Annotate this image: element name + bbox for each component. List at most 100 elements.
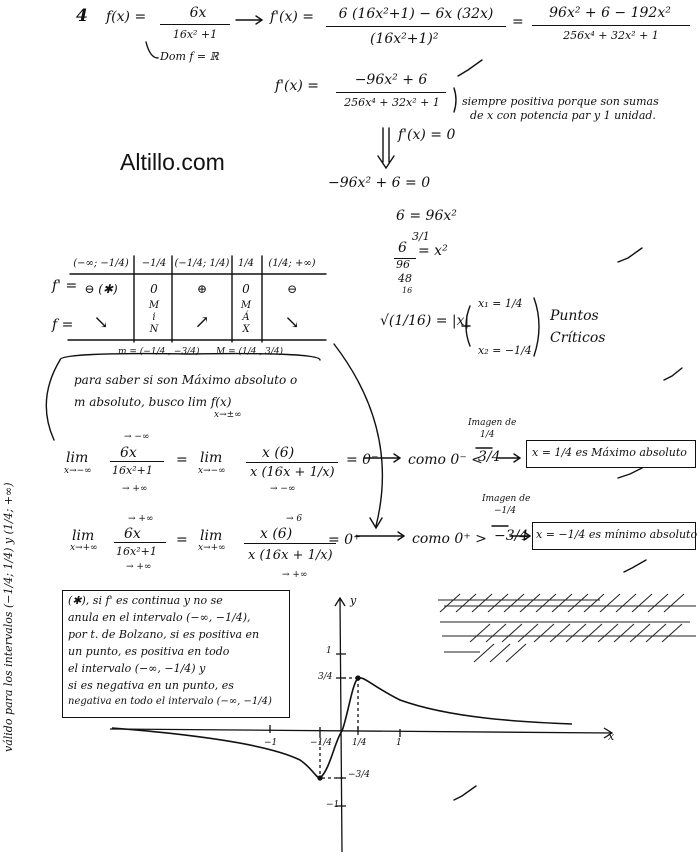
table-header-3: (−1/4; 1/4): [174, 258, 230, 269]
graph-y-axis: [334, 596, 346, 853]
f-den: 16x² +1: [172, 28, 218, 41]
bolzano-l7: negativa en todo el intervalo (−∞, −1/4): [68, 696, 272, 707]
lim1-den: 16x²+1: [112, 464, 153, 477]
bolzano-box: [62, 590, 290, 718]
graph-x-axis: [109, 727, 614, 739]
table-brace: [59, 352, 321, 361]
solve-eq2: 6 = 96x²: [396, 208, 457, 224]
lim2-eq: =: [176, 532, 188, 548]
table-min-point: m = (−1/4 , −3/4): [118, 347, 200, 357]
solve-x2: x₂ = −1/4: [478, 344, 532, 357]
fprime-eq: =: [512, 14, 524, 30]
table-f-4: M Á X: [240, 300, 252, 335]
graph-x-tick-14: 1/4: [352, 738, 367, 748]
lim1-den-note: → +∞: [122, 484, 148, 494]
row2-den: 256x⁴ + 32x² + 1: [344, 96, 440, 109]
graph-y-tick-34: 3/4: [318, 672, 333, 682]
table-f-1: ↘: [93, 312, 109, 333]
table-max-point: M = (1/4 , 3/4): [216, 347, 284, 357]
lim2-num: 6x: [124, 526, 141, 542]
row2-label: f'(x) =: [275, 78, 320, 94]
critical-brace: [533, 297, 540, 357]
graph-max-point: [355, 675, 361, 681]
f-fraction-bar: [160, 24, 230, 25]
lim1-num-note: → −∞: [124, 432, 150, 442]
f-def: f(x) =: [106, 9, 147, 25]
check-mark-1: [457, 59, 483, 77]
problem-number: 4: [76, 6, 88, 26]
lim1-img-val: 1/4: [480, 430, 495, 440]
lim2-box: [532, 522, 696, 550]
fprime-den: (16x²+1)²: [370, 31, 439, 47]
check-mark-5: [623, 559, 647, 573]
table-header-4: 1/4: [237, 258, 255, 269]
row2-note-2: de x con potencia par y 1 unidad.: [470, 109, 656, 122]
table-fprime-4: 0: [242, 282, 250, 296]
fprime-num: 6 (16x²+1) − 6x (32x): [338, 6, 494, 22]
lim2-den-note: → +∞: [126, 562, 152, 572]
lim1-den2-note: → −∞: [270, 484, 296, 494]
bolzano-l2: anula en el intervalo (−∞, −1/4),: [68, 611, 251, 624]
lim2-bar: [114, 542, 166, 543]
lim2-num2: x (6): [260, 526, 293, 542]
lim1-arrow-text: como 0⁻ <: [408, 452, 483, 468]
table-header-2: −1/4: [141, 258, 167, 269]
lim2-bar2: [244, 543, 336, 544]
lim2-lim: lim: [72, 528, 95, 544]
graph-min-point: [317, 775, 323, 781]
lim2-sub2: x→+∞: [198, 543, 226, 553]
row2-note-1: siempre positiva porque son sumas: [462, 95, 659, 108]
table-f-2: M i N: [148, 300, 160, 335]
graph-y-tick-neg34: −3/4: [348, 770, 371, 780]
simpl-num: 96x² + 6 − 192x²: [549, 5, 671, 21]
check-mark-4: [617, 467, 643, 479]
solve-x1: x₁ = 1/4: [478, 297, 523, 310]
table-f-5: ↘: [284, 312, 300, 333]
graph-x-tick-neg14: −1/4: [310, 738, 333, 748]
table-fprime-5: ⊖: [286, 282, 298, 296]
lim1-box-text: x = 1/4 es Máximo absoluto: [532, 446, 687, 459]
curve-arrow-right: [333, 343, 384, 530]
note-brace: [453, 87, 457, 113]
table-f-label: f =: [52, 317, 74, 333]
lim1-box-arrow: [497, 453, 522, 463]
simpl-bar: [532, 25, 690, 26]
double-arrow-down: [377, 127, 395, 170]
lim2-arrow-text: como 0⁺ >: [412, 531, 487, 547]
graph: [109, 596, 614, 853]
row2-num: −96x² + 6: [354, 72, 428, 88]
table-header-5: (1/4; +∞): [268, 258, 316, 269]
domain-hook: [145, 41, 159, 59]
lim1-box: [526, 440, 696, 468]
graph-y-ticks: [336, 653, 346, 807]
solve-eq3-den: 96: [396, 258, 410, 271]
check-mark-6: [453, 785, 477, 801]
lim1-eq: =: [176, 452, 188, 468]
check-mark-2: [617, 247, 643, 263]
bolzano-l4: un punto, es positiva en todo: [68, 645, 230, 658]
implies-arrow: [235, 15, 264, 25]
lim1-num2: x (6): [262, 445, 295, 461]
solve-root: √(1/16) = |x|: [380, 313, 470, 329]
lim1-img-label: Imagen de: [468, 418, 517, 428]
simpl-den: 256x⁴ + 32x² + 1: [563, 29, 659, 42]
solve-eq3-num: 6: [398, 240, 407, 256]
table-vlines: [133, 255, 263, 343]
solve-eq0: f'(x) = 0: [398, 127, 456, 143]
table-fprime-3: ⊕: [196, 282, 208, 296]
table-fprime-1: ⊖ (✱): [84, 282, 118, 296]
curve-arrow-left: [45, 359, 61, 441]
abs-line2-sub: x→±∞: [214, 410, 242, 420]
graph-y-tick-1: 1: [326, 646, 332, 656]
abs-line1: para saber si son Máximo absoluto o: [74, 373, 298, 387]
bolzano-l6: si es negativa en un punto, es: [68, 679, 234, 692]
row2-bar: [336, 92, 446, 93]
lim1-sub2: x→−∞: [198, 466, 226, 476]
solve-eq3-bar: [394, 258, 416, 259]
lim1-sub: x→−∞: [64, 466, 92, 476]
lim2-box-text: x = −1/4 es mínimo absoluto: [536, 528, 698, 541]
check-mark-3: [663, 367, 683, 381]
graph-x-tick-neg1: −1: [264, 738, 278, 748]
graph-curve: [111, 676, 573, 779]
